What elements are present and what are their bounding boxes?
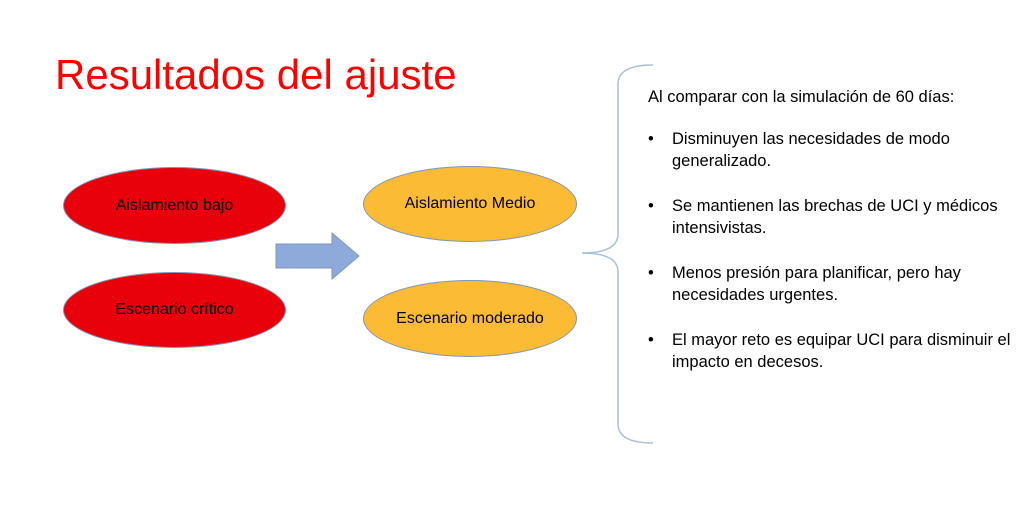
brace-path [581,64,654,444]
arrow-shape [275,232,360,280]
slide-title: Resultados del ajuste [55,51,457,98]
notes-list: • Disminuyen las necesidades de modo gen… [648,128,1018,373]
bullet-icon: • [648,264,654,282]
ellipse-label: Aislamiento bajo [115,196,234,214]
bullet-icon: • [648,197,654,215]
curly-brace [581,64,654,444]
ellipse-aislamiento-medio: Aislamiento Medio [363,166,577,242]
notes-panel: Al comparar con la simulación de 60 días… [648,86,1018,396]
ellipse-label: Escenario moderado [396,309,544,327]
ellipse-label: Escenario crítico [115,301,234,318]
ellipse-escenario-moderado: Escenario moderado [363,280,577,357]
ellipse-aislamiento-bajo: Aislamiento bajo [63,167,286,244]
notes-item-text: El mayor reto es equipar UCI para dismin… [672,331,1011,371]
notes-item: • Menos presión para planificar, pero ha… [648,262,1018,306]
notes-item: • Se mantienen las brechas de UCI y médi… [648,195,1018,239]
ellipse-label: Aislamiento Medio [404,195,536,212]
notes-intro: Al comparar con la simulación de 60 días… [648,88,955,106]
notes-item: • Disminuyen las necesidades de modo gen… [648,128,1018,172]
ellipse-escenario-critico: Escenario crítico [63,272,286,348]
notes-item-text: Menos presión para planificar, pero hay … [672,264,961,304]
bullet-icon: • [648,130,654,148]
notes-item-text: Se mantienen las brechas de UCI y médico… [672,197,998,237]
notes-item: • El mayor reto es equipar UCI para dism… [648,329,1018,373]
bullet-icon: • [648,331,654,349]
notes-item-text: Disminuyen las necesidades de modo gener… [672,130,950,170]
right-arrow-icon [275,232,360,280]
